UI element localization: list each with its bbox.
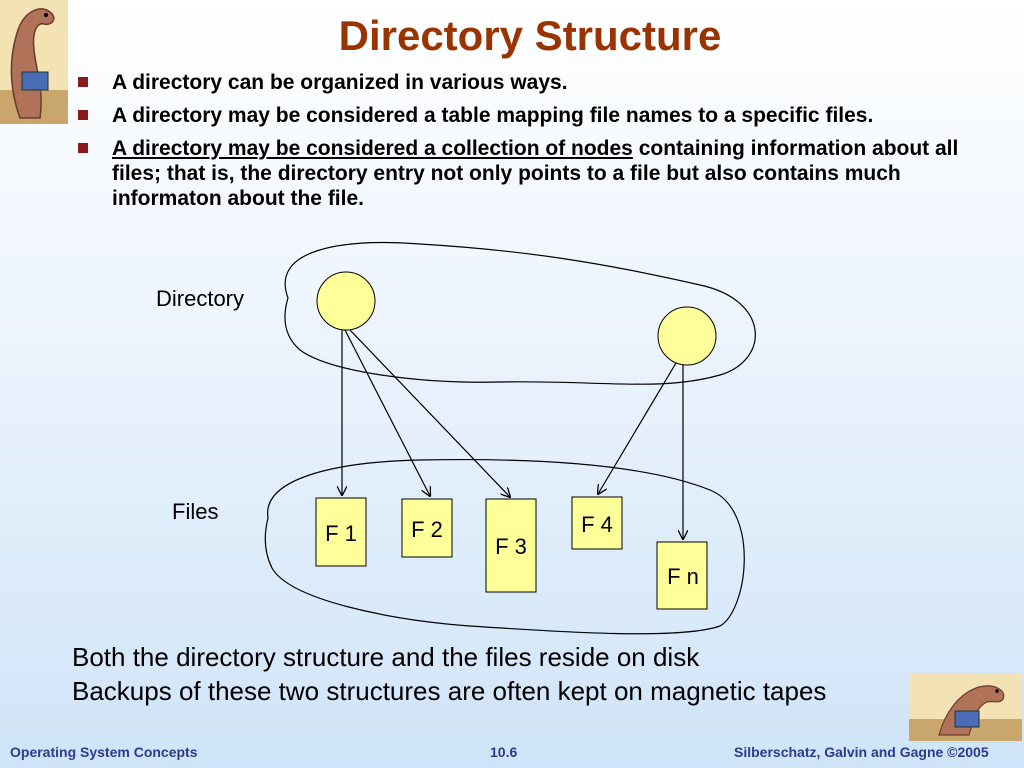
bullet-item: A directory may be considered a table ma… [78,103,1008,128]
footer-left: Operating System Concepts [10,744,198,760]
bullet-list: A directory can be organized in various … [78,70,1008,219]
bullet-item: A directory may be considered a collecti… [78,136,1008,211]
directory-node [316,271,376,331]
bullet-square-icon [78,110,88,120]
pointer-arrow [349,329,510,497]
files-label: Files [172,499,219,524]
file-box [315,497,367,567]
directory-enclosure [284,242,756,385]
directory-node [657,306,717,366]
file-label: F n [667,564,699,589]
file-box [571,496,623,550]
footer-right: Silberschatz, Galvin and Gagne ©2005 [734,744,989,760]
bullet-item: A directory can be organized in various … [78,70,1008,95]
note-line: Both the directory structure and the fil… [72,642,700,672]
directory-label: Directory [156,286,245,311]
file-label: F 4 [581,512,613,537]
pointer-arrow [598,362,677,494]
pointer-arrow [344,329,430,496]
slide-title: Directory Structure [338,12,722,59]
bullet-text: A directory can be organized in various … [112,71,568,94]
file-label: F 2 [411,517,443,542]
dinosaur-logo-icon [0,0,68,124]
bullet-square-icon [78,143,88,153]
file-label: F 3 [495,534,527,559]
files-enclosure [264,458,745,635]
dinosaur-laptop-logo-icon [909,673,1022,741]
bullet-text: A directory may be considered a table ma… [112,104,874,127]
file-box [401,498,453,558]
bullet-square-icon [78,77,88,87]
note-line: Backups of these two structures are ofte… [72,676,827,706]
bullet-underlined-text: A directory may be considered a collecti… [112,137,633,160]
file-label: F 1 [325,521,357,546]
footer-page-number: 10.6 [490,744,518,760]
bullet-text: containing information about all files; … [112,137,959,210]
file-box [656,541,708,610]
file-box [485,498,537,593]
